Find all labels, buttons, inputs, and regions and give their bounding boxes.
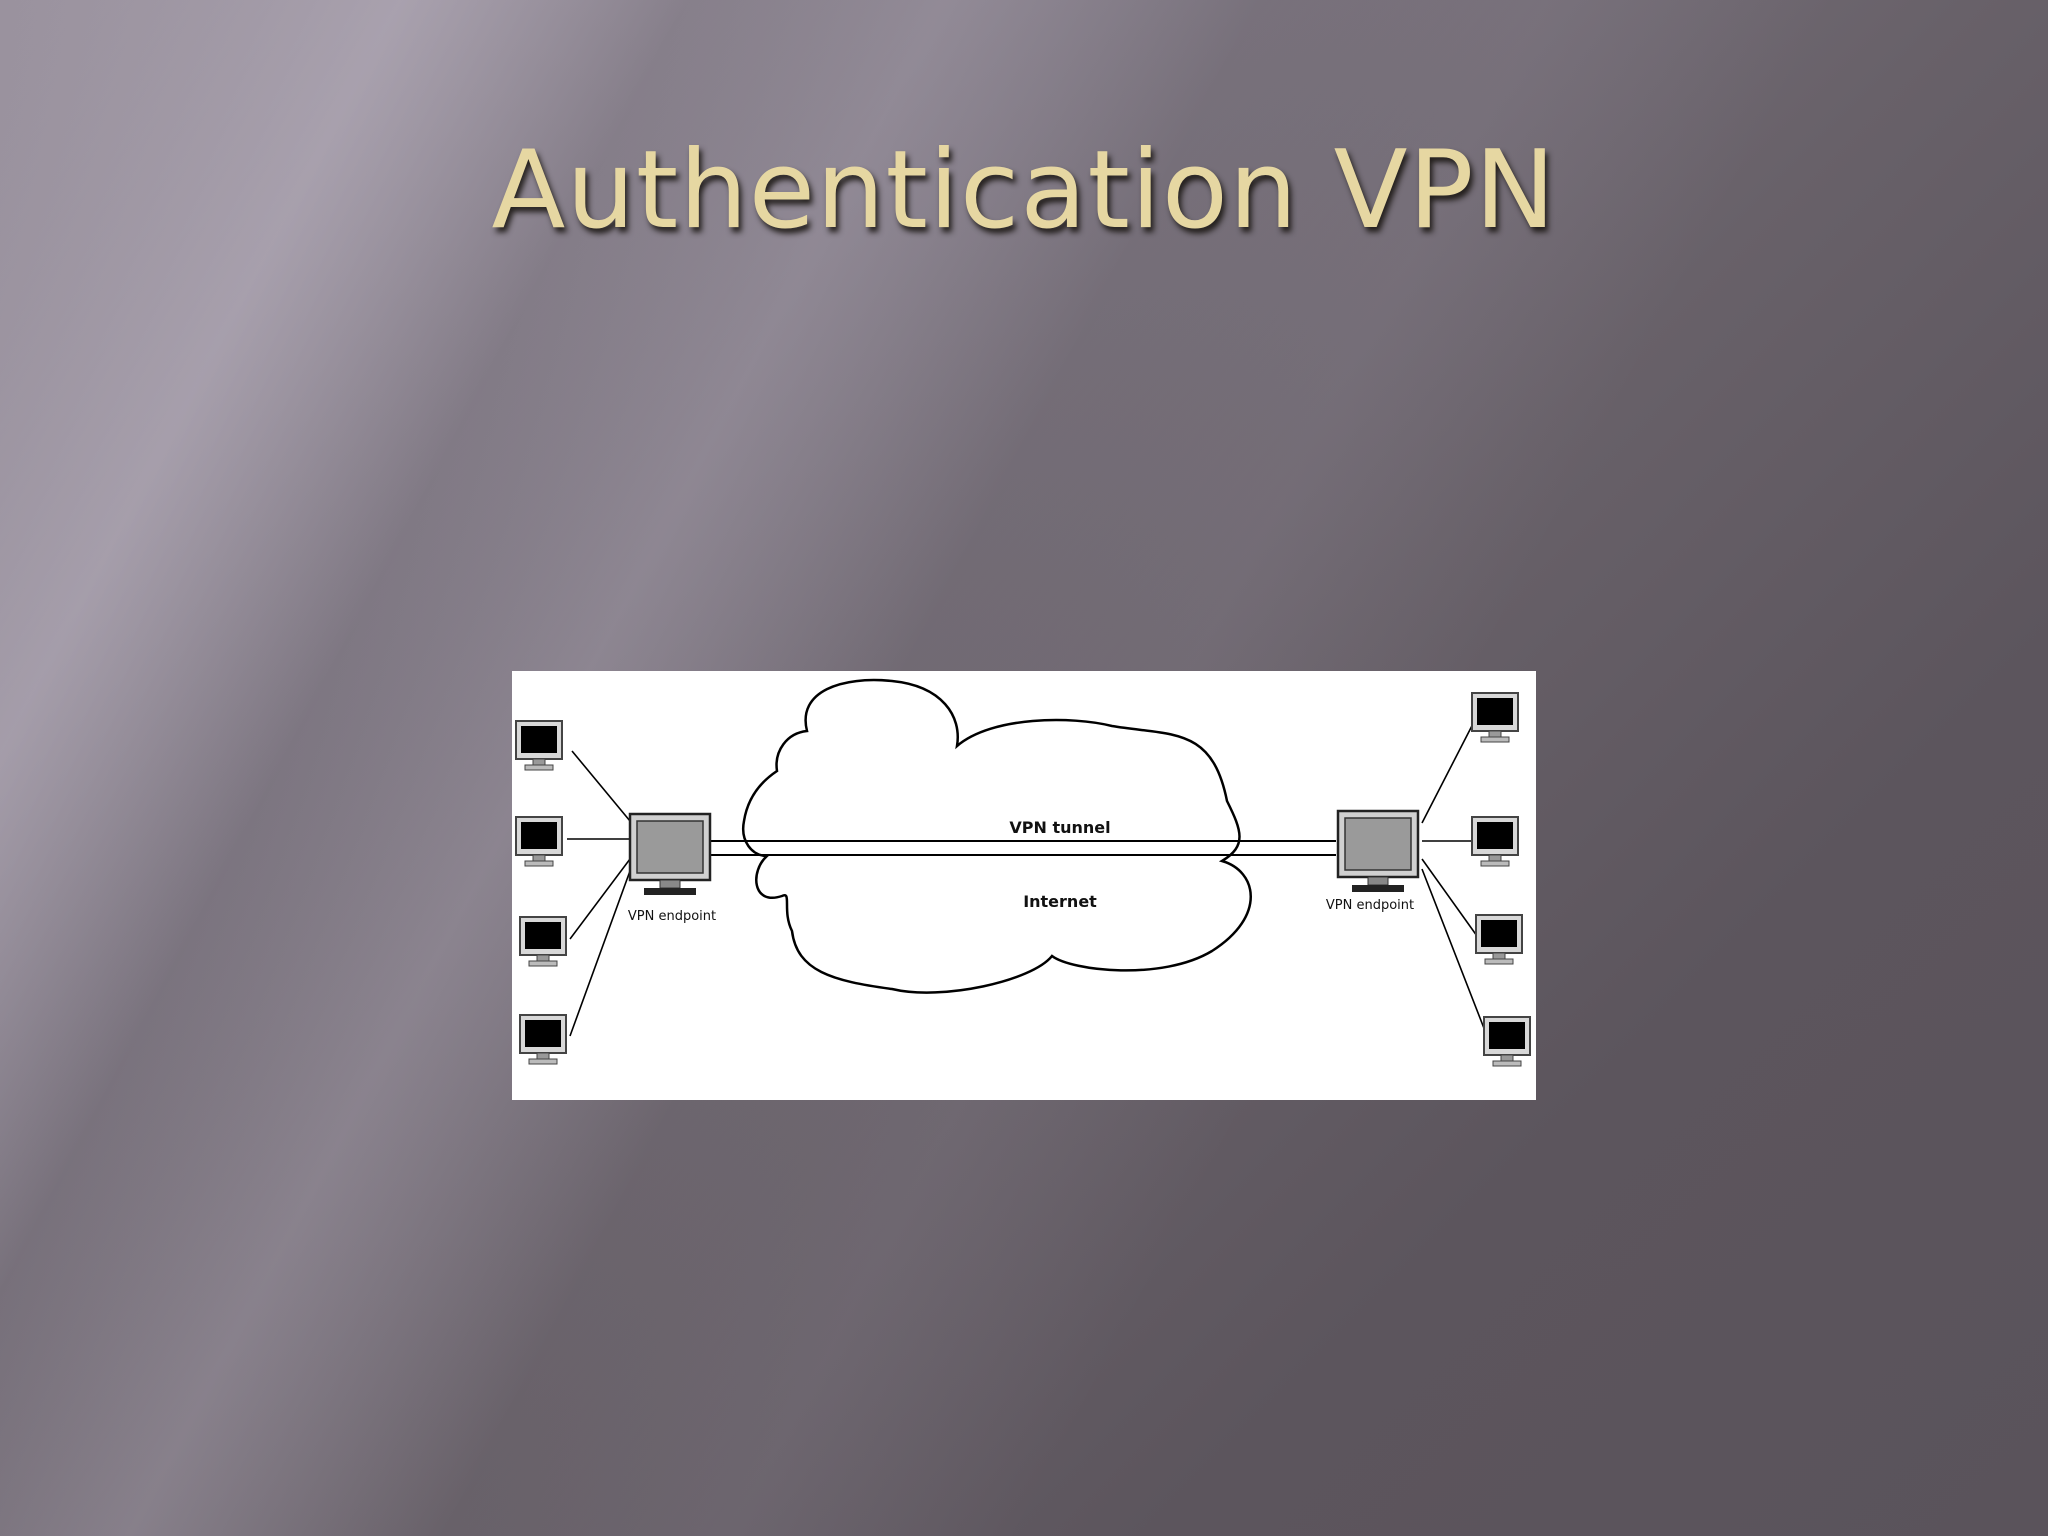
left-vpn-endpoint-computer — [628, 812, 712, 897]
left-client-computer-2 — [515, 816, 563, 867]
left-endpoint-label: VPN endpoint — [628, 909, 716, 924]
vpn-diagram: VPN tunnel Internet VPN endpoint VPN end… — [512, 671, 1536, 1100]
left-client-computer-1 — [515, 720, 563, 771]
internet-label: Internet — [1023, 892, 1097, 911]
internet-cloud-shape — [741, 678, 1252, 994]
right-client-computer-3 — [1475, 914, 1523, 965]
left-client-computer-3 — [519, 916, 567, 967]
left-client-computer-4 — [519, 1014, 567, 1065]
vpn-tunnel-label: VPN tunnel — [1009, 818, 1110, 837]
right-client-computer-2 — [1471, 816, 1519, 867]
right-client-computer-1 — [1471, 692, 1519, 743]
right-vpn-endpoint-computer — [1336, 809, 1420, 894]
right-client-computer-4 — [1483, 1016, 1531, 1067]
slide-title: Authentication VPN — [491, 128, 1557, 253]
right-endpoint-label: VPN endpoint — [1326, 898, 1414, 913]
